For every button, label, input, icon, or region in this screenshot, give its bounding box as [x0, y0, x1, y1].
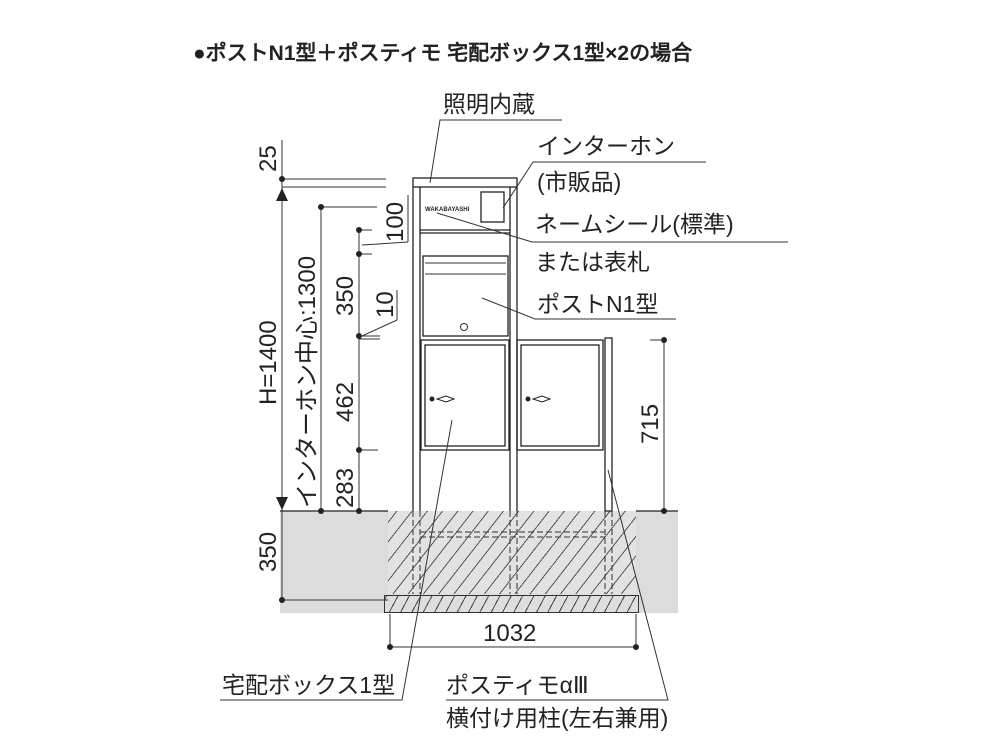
brand-nameplate: WAKABAYASHI — [425, 207, 470, 213]
dim-height: H=1400 — [255, 320, 282, 405]
dim-10: 10 — [372, 291, 399, 318]
post-mailbox — [422, 255, 509, 337]
diagram-title: ●ポストN1型＋ポスティモ 宅配ボックス1型×2の場合 — [193, 41, 693, 65]
callout-postimo-sub: 横付け用柱(左右兼用) — [446, 705, 668, 731]
dim-715: 715 — [637, 404, 664, 444]
buried-posts — [412, 511, 613, 594]
arrow-up-icon — [276, 188, 288, 201]
callout-nameseal-sub: または表札 — [535, 249, 650, 275]
callout-intercom-label: インターホン — [537, 133, 675, 159]
dim-350: 350 — [332, 276, 359, 316]
handle-icon — [435, 395, 456, 403]
dim-350-ground: 350 — [255, 532, 282, 572]
delivery-box-right — [516, 339, 604, 451]
callout-post: ポストN1型 — [481, 291, 676, 320]
dim-intercom-center: インターホン中心:1300 — [294, 256, 321, 508]
callout-post-label: ポストN1型 — [537, 291, 658, 317]
handle-icon — [531, 395, 552, 403]
lock-icon — [429, 396, 435, 402]
callout-lighting: 照明内蔵 — [429, 91, 562, 184]
callout-nameseal-label: ネームシール(標準) — [535, 211, 734, 237]
delivery-box-left — [420, 339, 510, 451]
footing-base — [384, 595, 639, 613]
callout-lighting-label: 照明内蔵 — [443, 91, 535, 117]
callout-intercom-sub: (市販品) — [537, 169, 621, 195]
callout-delivery-box-label: 宅配ボックス1型 — [222, 672, 395, 698]
post-n1-column: WAKABAYASHI — [412, 177, 518, 511]
dim-100: 100 — [382, 202, 409, 242]
callout-delivery-box: 宅配ボックス1型 — [220, 419, 453, 701]
dim-283: 283 — [332, 468, 359, 508]
dim-1032: 1032 — [483, 620, 536, 647]
callout-nameseal: ネームシール(標準) または表札 — [436, 211, 788, 275]
dim-462: 462 — [332, 382, 359, 422]
callout-postimo-label: ポスティモαⅢ — [446, 672, 589, 698]
concrete-foundation — [388, 511, 636, 594]
callout-intercom: インターホン (市販品) — [502, 133, 706, 209]
key-lock-icon — [460, 323, 468, 331]
arrow-down-icon — [276, 497, 288, 510]
lock-icon — [525, 396, 531, 402]
side-pillar — [604, 337, 613, 512]
intercom-box — [480, 191, 505, 223]
dimension-lines — [276, 140, 667, 650]
dim-cap: 25 — [255, 145, 282, 172]
callout-postimo: ポスティモαⅢ 横付け用柱(左右兼用) — [446, 469, 669, 731]
